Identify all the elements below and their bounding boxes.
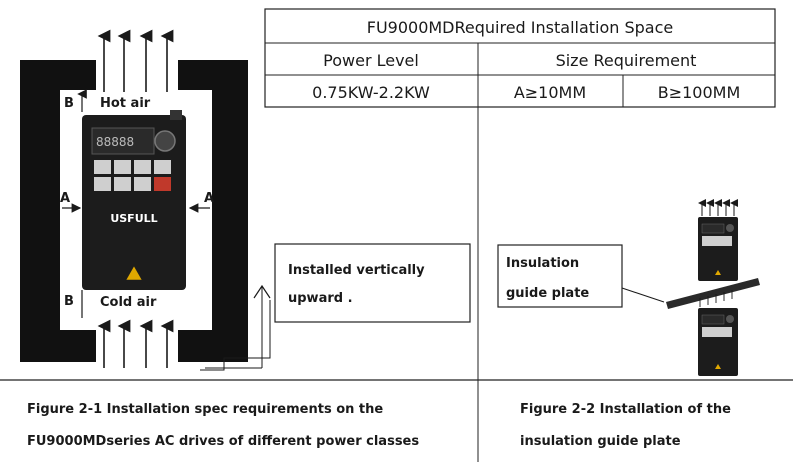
left-wall — [20, 60, 96, 362]
table-header-size: Size Requirement — [556, 51, 697, 70]
guide-plate-pointer — [621, 287, 665, 303]
keypad — [94, 160, 171, 191]
label-a-left: A — [60, 191, 70, 206]
top-drive-unit — [698, 199, 738, 281]
figure-2-diagram: Insulation guide plate — [497, 199, 760, 376]
brand-label: USFULL — [110, 212, 157, 225]
right-wall — [178, 60, 248, 362]
hot-air-label: Hot air — [100, 96, 151, 111]
table-title: FU9000MDRequired Installation Space — [367, 18, 674, 37]
insulation-guide-plate — [666, 278, 760, 309]
figure-1-caption-line-1: Figure 2-1 Installation spec requirement… — [27, 402, 383, 417]
label-b-top: B — [64, 96, 74, 111]
note-line-1: Installed vertically — [288, 263, 425, 278]
table-cell-size-b: B≥100MM — [658, 83, 741, 102]
guide-plate-label-box — [497, 244, 623, 308]
display-panel — [91, 127, 155, 155]
figure-2-caption-line-1: Figure 2-2 Installation of the — [520, 402, 731, 417]
label-a-right: A — [204, 191, 214, 206]
table-cell-size-a: A≥10MM — [514, 83, 586, 102]
warning-icon — [125, 265, 143, 281]
hot-air-arrows — [97, 29, 174, 92]
label-b-bottom: B — [64, 294, 74, 309]
guide-plate-label-line-2: guide plate — [506, 286, 589, 301]
ac-drive-unit: 88888 USFULL — [82, 110, 186, 290]
table-header-power: Power Level — [323, 51, 419, 70]
figure-2-caption-line-2: insulation guide plate — [520, 434, 681, 449]
figure-1-caption-line-2: FU9000MDseries AC drives of different po… — [27, 434, 419, 449]
bottom-drive-unit — [698, 308, 738, 376]
cold-air-arrows — [97, 319, 174, 368]
figure-1-diagram: B B A A Hot air Cold air 88888 — [20, 29, 471, 371]
cold-air-label: Cold air — [100, 295, 157, 310]
space-table: FU9000MDRequired Installation Space Powe… — [264, 8, 776, 108]
note-line-2: upward . — [288, 291, 353, 306]
table-cell-power-value: 0.75KW-2.2KW — [312, 83, 430, 102]
note-connector — [200, 300, 271, 371]
note-box — [274, 243, 471, 323]
guide-plate-label-line-1: Insulation — [506, 256, 579, 271]
dial-knob-icon — [154, 130, 176, 152]
svg-text:88888: 88888 — [96, 135, 134, 149]
